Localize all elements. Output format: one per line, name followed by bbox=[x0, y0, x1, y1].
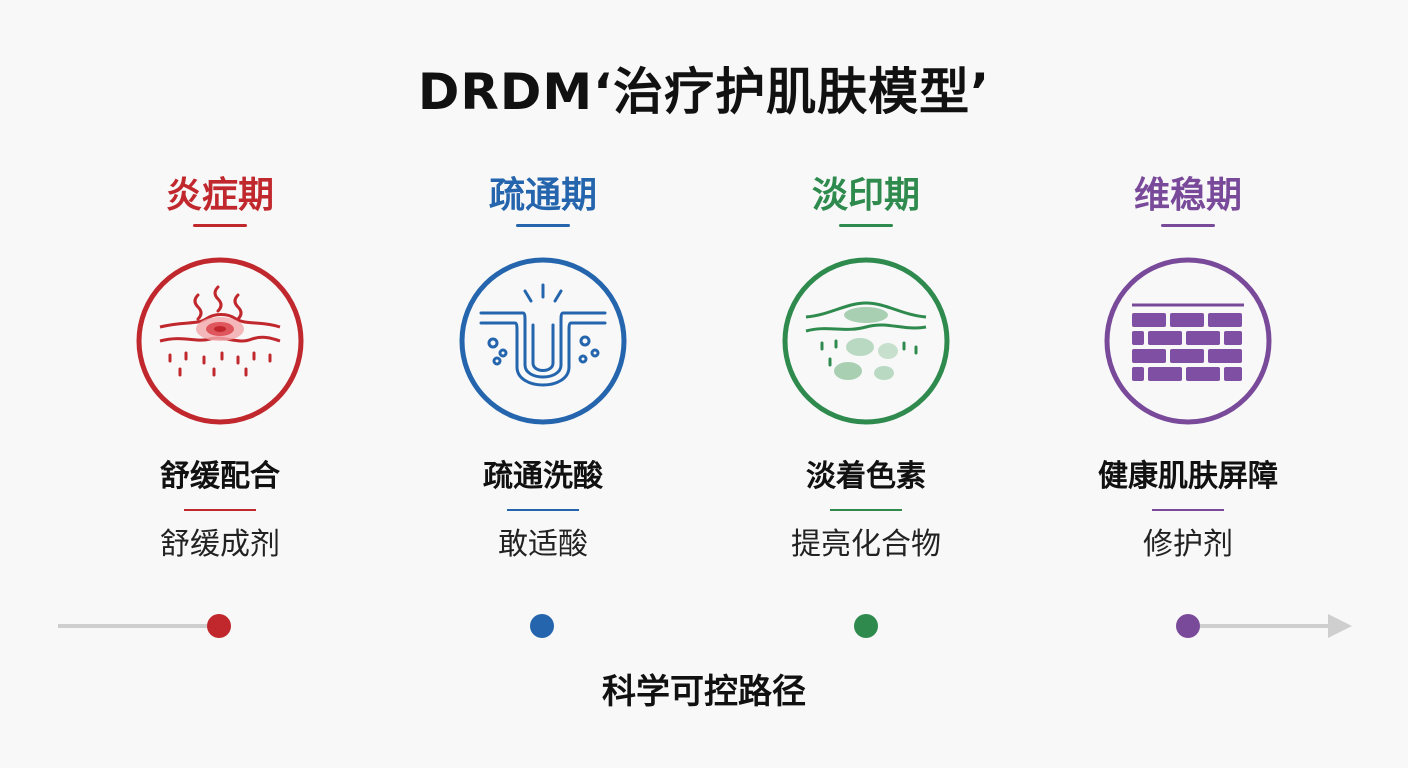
timeline-node-1 bbox=[207, 614, 231, 638]
pigment-spots-icon bbox=[780, 255, 952, 427]
stage-underline bbox=[839, 224, 893, 227]
clogged-pore-icon bbox=[457, 255, 629, 427]
stage-separator bbox=[184, 509, 256, 511]
stage-product: 提亮化合物 bbox=[791, 527, 941, 562]
stage-strategy: 淡着色素 bbox=[806, 459, 926, 494]
stage-separator bbox=[830, 509, 902, 511]
stage-product: 修护剂 bbox=[1143, 527, 1233, 562]
stage-name: 淡印期 bbox=[811, 175, 920, 216]
stage-name: 疏通期 bbox=[488, 175, 597, 216]
stage-product: 舒缓成剂 bbox=[160, 527, 280, 562]
arrow-head-icon bbox=[1328, 614, 1352, 638]
stage-strategy: 舒缓配合 bbox=[160, 459, 280, 494]
stage-separator bbox=[1152, 509, 1224, 511]
stage-name: 维稳期 bbox=[1133, 175, 1242, 216]
page-title: DRDM‘治疗护肌肤模型’ bbox=[417, 63, 991, 121]
inflamed-skin-icon bbox=[134, 255, 306, 427]
stage-strategy: 健康肌肤屏障 bbox=[1098, 459, 1278, 494]
timeline bbox=[0, 600, 1408, 660]
stage-name: 炎症期 bbox=[165, 175, 274, 216]
timeline-label: 科学可控路径 bbox=[602, 672, 806, 712]
stage-unclogging: 疏通期 疏通洗酸 敢适酸 bbox=[393, 172, 693, 565]
stage-fading: 淡印期 淡着色素 提亮化合物 bbox=[716, 172, 1016, 565]
stage-underline bbox=[1161, 224, 1215, 227]
stage-strategy: 疏通洗酸 bbox=[483, 459, 603, 494]
brick-barrier-icon bbox=[1102, 255, 1274, 427]
stage-product: 敢适酸 bbox=[498, 527, 588, 562]
timeline-node-4 bbox=[1176, 614, 1200, 638]
stage-separator bbox=[507, 509, 579, 511]
stage-inflammation: 炎症期 舒缓配合 舒缓成剂 bbox=[70, 172, 370, 565]
stage-underline bbox=[193, 224, 247, 227]
stage-stabilizing: 维稳期 健康肌肤屏障 修护剂 bbox=[1038, 172, 1338, 565]
timeline-node-2 bbox=[530, 614, 554, 638]
stage-underline bbox=[516, 224, 570, 227]
timeline-node-3 bbox=[854, 614, 878, 638]
